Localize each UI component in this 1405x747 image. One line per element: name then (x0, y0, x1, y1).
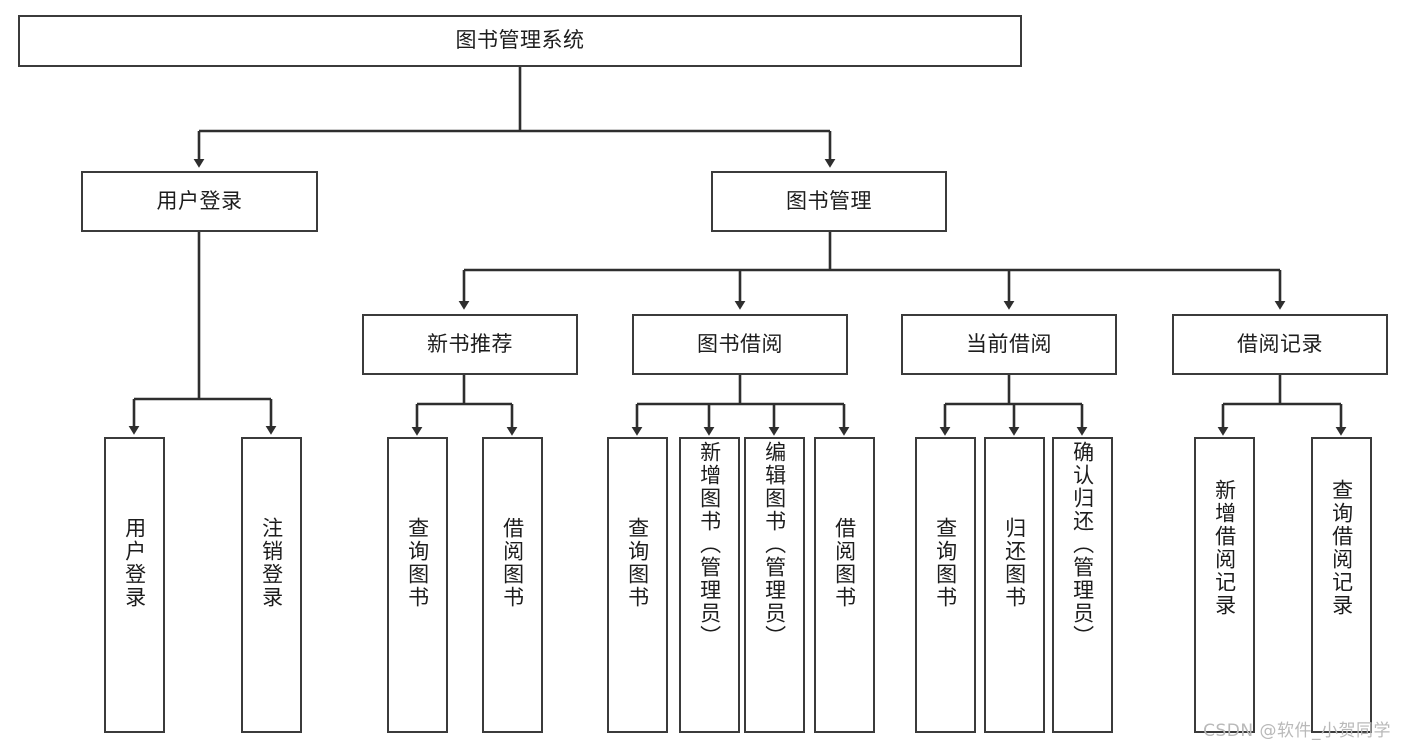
leaf-user-login[interactable]: 用户登录 (104, 437, 165, 733)
leaf-return-book[interactable]: 归还图书 (984, 437, 1045, 733)
node-book-borrow[interactable]: 图书借阅 (632, 314, 848, 375)
leaf-confirm-return-admin[interactable]: 确认归还（管理员） (1052, 437, 1113, 733)
leaf-query-book-2[interactable]: 查询图书 (607, 437, 668, 733)
leaf-return-book-label: 归还图书 (1002, 517, 1027, 609)
leaf-borrow-book-2-label: 借阅图书 (832, 517, 857, 609)
node-new-book-recommend-label: 新书推荐 (427, 331, 513, 356)
leaf-borrow-book-1[interactable]: 借阅图书 (482, 437, 543, 733)
leaf-borrow-book-2[interactable]: 借阅图书 (814, 437, 875, 733)
leaf-query-book-1-label: 查询图书 (405, 517, 430, 609)
leaf-add-borrow-record-label: 新增借阅记录 (1212, 479, 1237, 617)
leaf-add-borrow-record[interactable]: 新增借阅记录 (1194, 437, 1255, 733)
node-book-management-label: 图书管理 (786, 188, 872, 213)
leaf-logout-label: 注销登录 (259, 517, 284, 609)
leaf-borrow-book-1-label: 借阅图书 (500, 517, 525, 609)
csdn-watermark: CSDN @软件_小贺同学 (1203, 721, 1391, 741)
node-new-book-recommend[interactable]: 新书推荐 (362, 314, 578, 375)
node-current-borrow-label: 当前借阅 (966, 331, 1052, 356)
leaf-query-borrow-record-label: 查询借阅记录 (1329, 479, 1354, 617)
leaf-add-book-admin[interactable]: 新增图书（管理员） (679, 437, 740, 733)
leaf-confirm-return-admin-label: 确认归还（管理员） (1070, 441, 1095, 648)
leaf-query-book-2-label: 查询图书 (625, 517, 650, 609)
leaf-query-book-1[interactable]: 查询图书 (387, 437, 448, 733)
node-user-login[interactable]: 用户登录 (81, 171, 318, 232)
leaf-edit-book-admin-label: 编辑图书（管理员） (762, 441, 787, 648)
node-root-label: 图书管理系统 (455, 28, 585, 53)
leaf-logout[interactable]: 注销登录 (241, 437, 302, 733)
node-borrow-record[interactable]: 借阅记录 (1172, 314, 1388, 375)
node-current-borrow[interactable]: 当前借阅 (901, 314, 1117, 375)
node-book-management[interactable]: 图书管理 (711, 171, 947, 232)
node-user-login-label: 用户登录 (156, 188, 243, 213)
leaf-query-book-3[interactable]: 查询图书 (915, 437, 976, 733)
node-book-borrow-label: 图书借阅 (697, 331, 783, 356)
leaf-query-borrow-record[interactable]: 查询借阅记录 (1311, 437, 1372, 733)
node-root[interactable]: 图书管理系统 (18, 15, 1022, 67)
leaf-user-login-label: 用户登录 (122, 517, 147, 609)
leaf-add-book-admin-label: 新增图书（管理员） (697, 441, 722, 648)
leaf-query-book-3-label: 查询图书 (933, 517, 958, 609)
leaf-edit-book-admin[interactable]: 编辑图书（管理员） (744, 437, 805, 733)
node-borrow-record-label: 借阅记录 (1237, 331, 1323, 356)
